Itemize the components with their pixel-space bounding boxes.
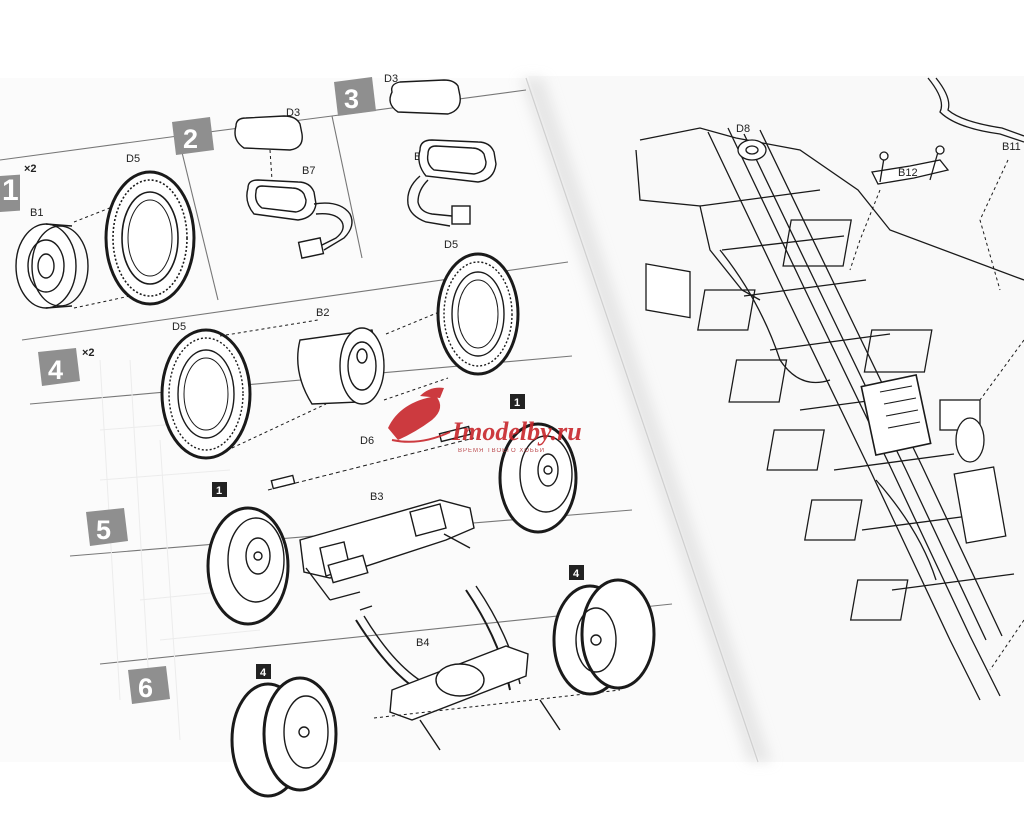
step-2-drawing — [234, 115, 353, 259]
step-5-drawing — [206, 422, 578, 626]
step-4-multiplier: ×2 — [82, 347, 95, 359]
svg-text:1: 1 — [216, 485, 222, 497]
label-d3-step3: D3 — [384, 73, 398, 85]
step-5-ref-badge-right: 1 — [510, 394, 525, 409]
label-d5-step4: D5 — [172, 321, 186, 333]
watermark-name: Imodelby.ru — [451, 417, 582, 446]
svg-text:4: 4 — [573, 568, 580, 580]
step-6-ref-badge-left: 4 — [256, 664, 271, 679]
svg-text:1: 1 — [514, 397, 520, 409]
label-b2: B2 — [316, 307, 329, 319]
step-5-ref-badge-left: 1 — [212, 482, 227, 497]
step-4-number: 4 — [48, 355, 63, 385]
label-b11: B11 — [1002, 141, 1021, 153]
step-4-badge: 4 ×2 — [38, 347, 95, 386]
label-d5-step3: D5 — [444, 239, 458, 251]
label-d6: D6 — [360, 435, 374, 447]
watermark-logo-icon — [388, 387, 451, 443]
step-1-drawing — [15, 170, 196, 309]
svg-text:4: 4 — [260, 667, 267, 679]
step-4-drawing — [160, 252, 520, 460]
label-b3: B3 — [370, 491, 383, 503]
step-6-number: 6 — [138, 673, 153, 703]
step-2-badge: 2 — [172, 117, 214, 155]
watermark: Imodelby.ru ВРЕМЯ ТВОЕГО ХОББИ — [388, 387, 582, 454]
label-d8: D8 — [736, 123, 750, 135]
label-b12: B12 — [898, 167, 918, 179]
chassis-drawing — [635, 77, 1024, 701]
step-1-badge: 1 ×2 — [0, 163, 37, 212]
step-1-number: 1 — [2, 174, 19, 207]
step-2-number: 2 — [183, 124, 198, 154]
label-b4: B4 — [416, 637, 429, 649]
step-6-ref-badge-right: 4 — [569, 565, 584, 580]
label-b7: B7 — [302, 165, 315, 177]
watermark-tagline: ВРЕМЯ ТВОЕГО ХОББИ — [458, 448, 545, 454]
step-5-badge: 5 — [86, 508, 128, 546]
step-3-number: 3 — [344, 84, 359, 114]
book-gutter-shadow — [520, 78, 772, 762]
step-6-drawing — [230, 578, 656, 798]
step-6-badge: 6 — [128, 666, 170, 704]
label-d5-step1: D5 — [126, 153, 140, 165]
step-1-multiplier: ×2 — [24, 163, 37, 175]
step-5-number: 5 — [96, 515, 111, 545]
label-b1: B1 — [30, 207, 43, 219]
step-3-badge: 3 — [334, 77, 376, 116]
right-page — [528, 76, 1024, 762]
step-3-drawing — [389, 79, 497, 227]
